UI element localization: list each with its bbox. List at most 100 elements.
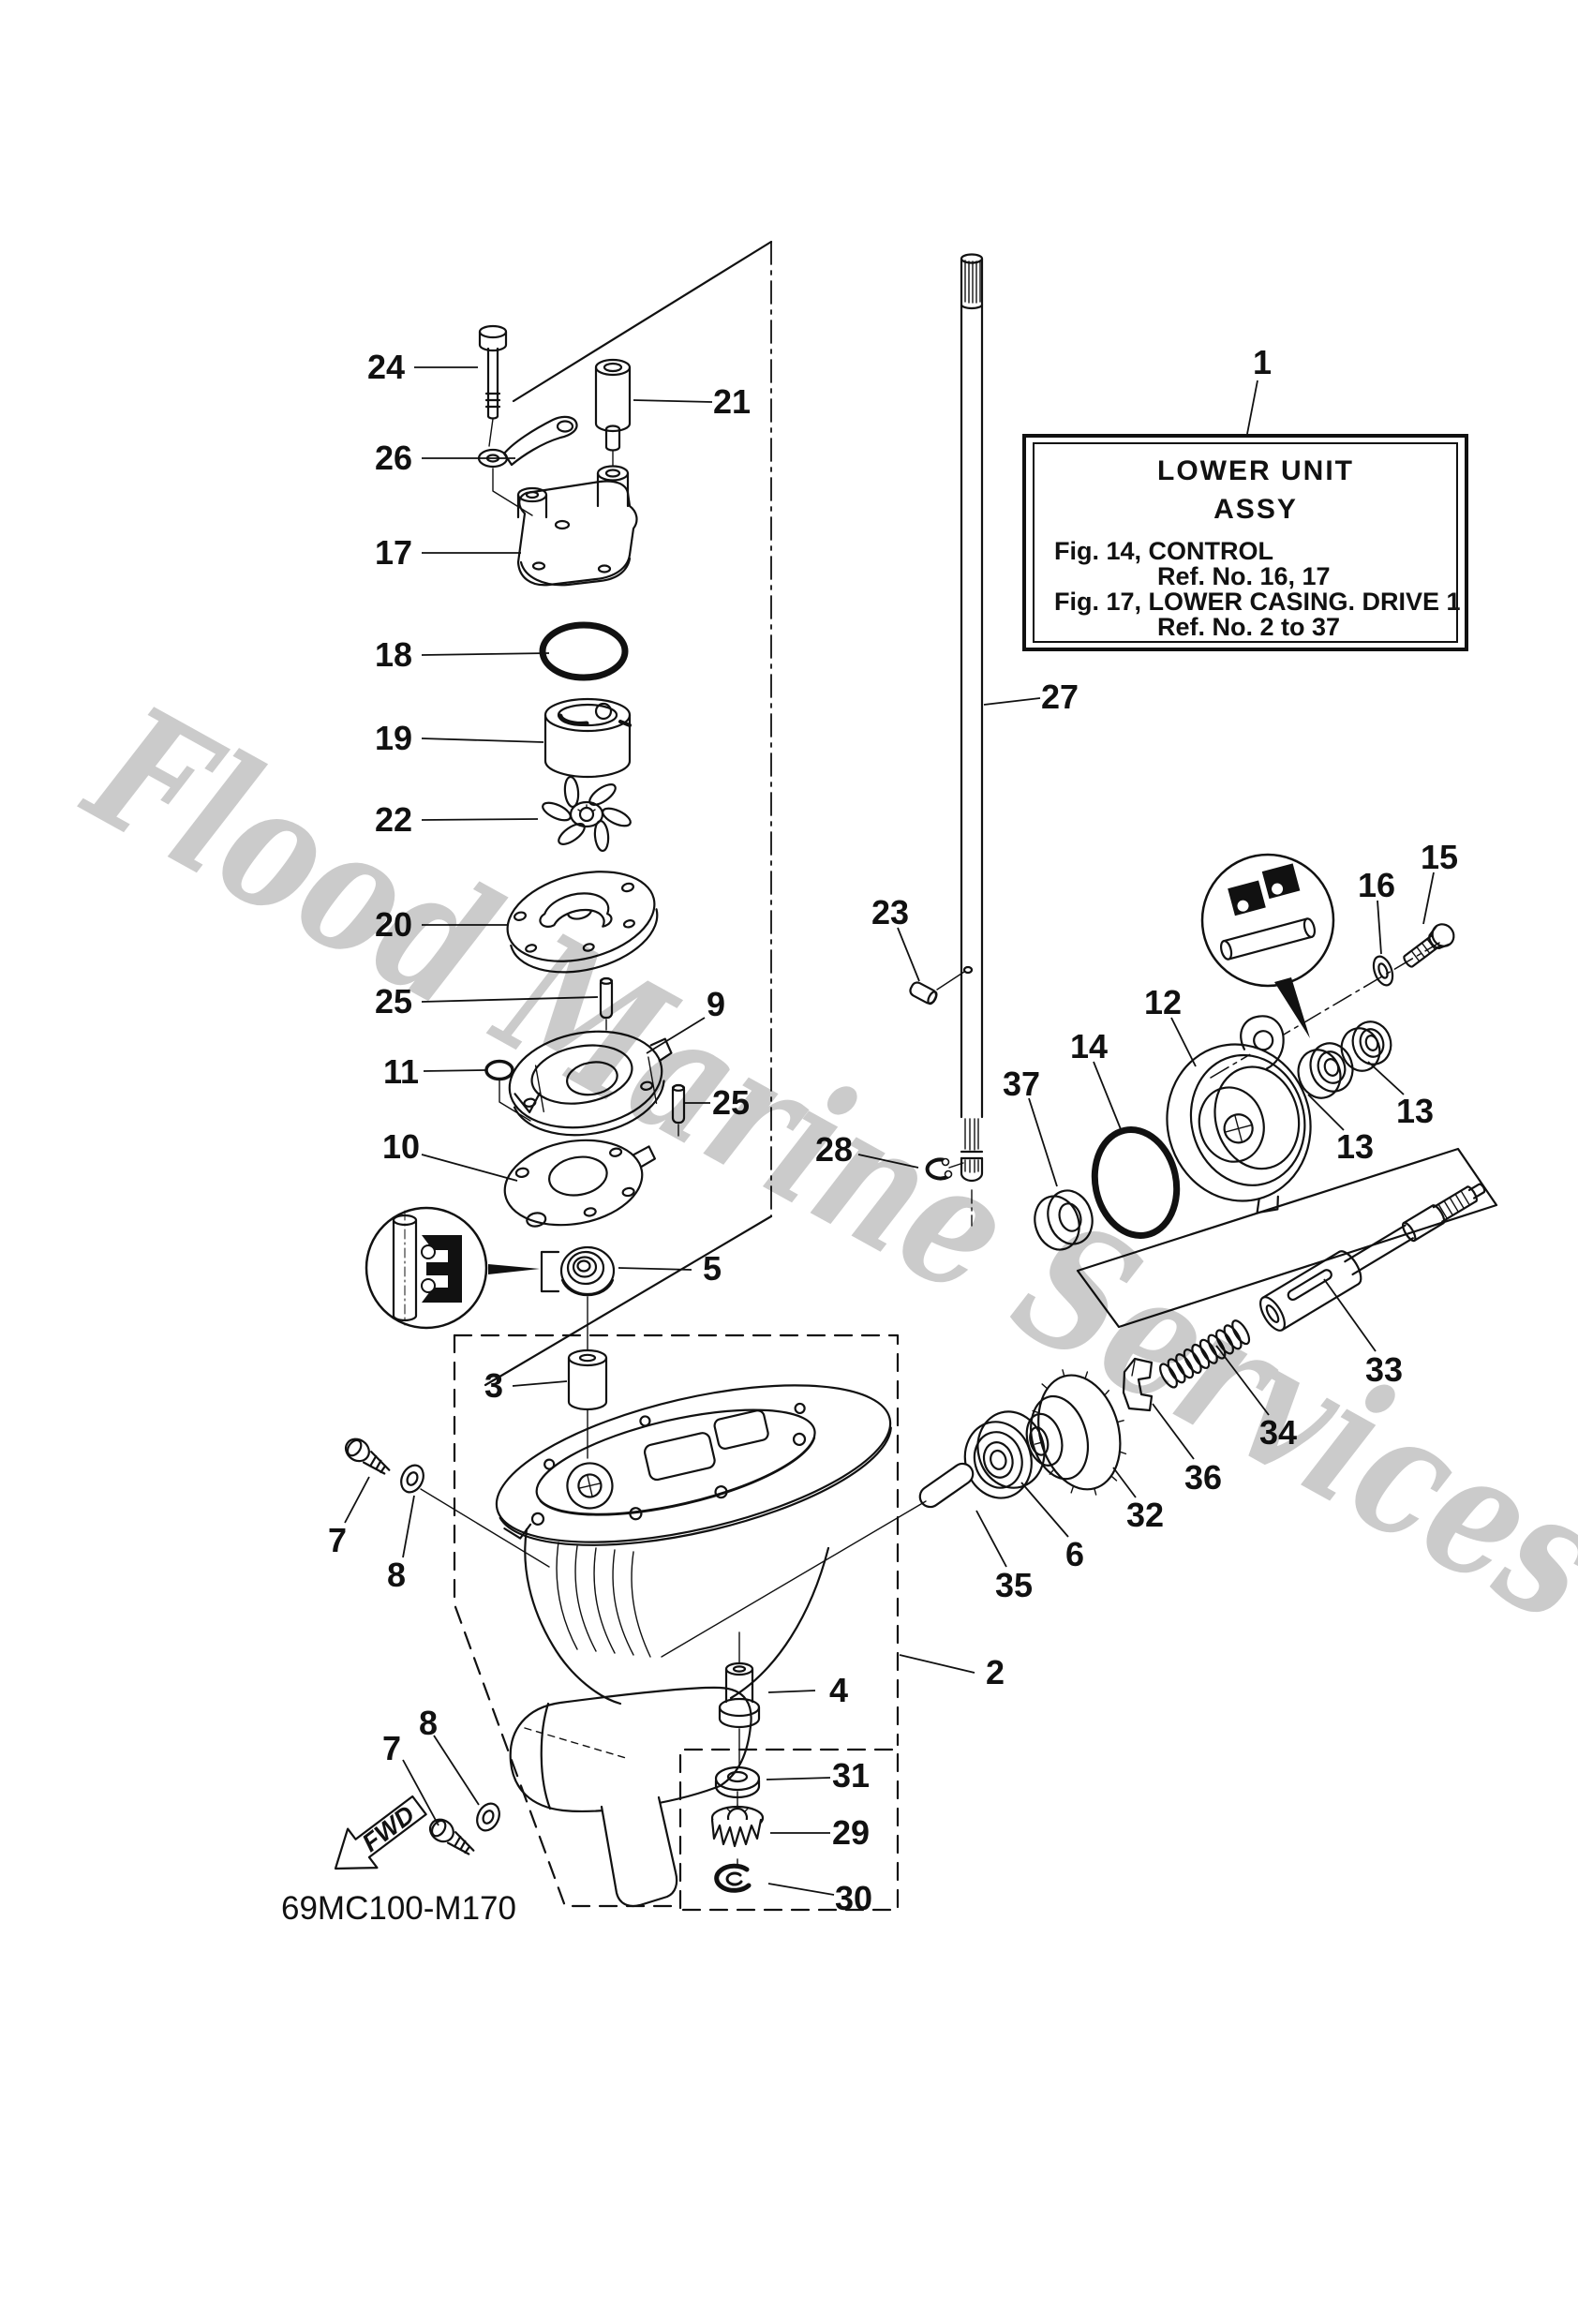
part-9-pump-housing bbox=[508, 1030, 673, 1137]
leader-line-36 bbox=[1152, 1403, 1195, 1460]
title-box: LOWER UNIT ASSY Fig. 14, CONTROL Ref. No… bbox=[1022, 434, 1468, 651]
seal-detail-inset-left bbox=[365, 1206, 560, 1330]
part-36-clip bbox=[1122, 1357, 1154, 1412]
callout-25a: 25 bbox=[375, 982, 412, 1020]
leader-line-4 bbox=[767, 1690, 816, 1693]
callout-6: 6 bbox=[1065, 1535, 1084, 1573]
leader-line-30 bbox=[767, 1883, 835, 1896]
inset-pointer-arrow bbox=[488, 1264, 540, 1274]
part-7-screw-upper bbox=[344, 1438, 391, 1475]
leader-line-3 bbox=[512, 1380, 568, 1387]
part-24-bolt bbox=[478, 324, 508, 447]
callout-22: 22 bbox=[375, 800, 412, 839]
leader-line-25a bbox=[421, 996, 599, 1003]
part-25-dowel-pin-lower bbox=[671, 1083, 686, 1137]
leader-line-37 bbox=[1028, 1097, 1058, 1187]
leader-line-14 bbox=[1093, 1061, 1124, 1135]
leader-line-7b bbox=[402, 1759, 439, 1826]
part-3-bushing bbox=[567, 1348, 608, 1459]
part-35-dowel-pin bbox=[661, 1462, 975, 1658]
callout-8b: 8 bbox=[419, 1704, 438, 1742]
part-37-seal-washer bbox=[1034, 1189, 1094, 1251]
callout-27: 27 bbox=[1041, 678, 1079, 716]
part-8-washer-upper bbox=[400, 1464, 424, 1494]
title-fig17: Fig. 17, LOWER CASING. DRIVE 1 bbox=[1054, 588, 1461, 616]
callout-31: 31 bbox=[832, 1756, 870, 1795]
leader-line-27 bbox=[983, 697, 1041, 706]
part-33-prop-shaft bbox=[1259, 1183, 1486, 1332]
title-ref17: Ref. No. 2 to 37 bbox=[1157, 613, 1340, 641]
callout-37: 37 bbox=[1003, 1065, 1040, 1103]
callout-10: 10 bbox=[382, 1127, 420, 1166]
leader-line-15 bbox=[1422, 872, 1435, 925]
callout-35: 35 bbox=[995, 1566, 1033, 1604]
leader-line-8b bbox=[433, 1735, 480, 1806]
part-2-lower-casing bbox=[495, 1384, 892, 1908]
callout-13a: 13 bbox=[1336, 1127, 1374, 1166]
washer-8-position-line bbox=[420, 1488, 550, 1568]
part-29-pinion-gear bbox=[710, 1804, 765, 1868]
leader-line-18 bbox=[421, 652, 550, 656]
part-34-spring bbox=[1159, 1319, 1251, 1389]
part-17-pump-base bbox=[516, 465, 638, 587]
callout-9: 9 bbox=[707, 985, 725, 1023]
callout-30: 30 bbox=[835, 1879, 872, 1917]
callout-28: 28 bbox=[815, 1130, 853, 1169]
part-21-shift-boot bbox=[594, 358, 632, 467]
seal-cross-section bbox=[448, 1235, 462, 1303]
callout-33: 33 bbox=[1365, 1350, 1403, 1389]
callout-17: 17 bbox=[375, 533, 412, 572]
part-7-screw-lower bbox=[428, 1818, 475, 1855]
part-15-bolt bbox=[1403, 923, 1455, 968]
leader-line-21 bbox=[633, 399, 713, 403]
leader-line-12 bbox=[1170, 1017, 1197, 1067]
callout-18: 18 bbox=[375, 635, 412, 674]
callout-29: 29 bbox=[832, 1813, 870, 1852]
part-13-oil-seals bbox=[1297, 1020, 1392, 1099]
callout-15: 15 bbox=[1421, 838, 1458, 876]
part-6-ball-bearing bbox=[963, 1410, 1046, 1499]
leader-line-5 bbox=[618, 1267, 692, 1271]
callout-21: 21 bbox=[713, 382, 751, 421]
part-23-pin bbox=[909, 965, 974, 1006]
part-5-bearing bbox=[559, 1245, 616, 1350]
leader-line-23 bbox=[897, 927, 920, 982]
leader-line-13b bbox=[1367, 1061, 1405, 1095]
callout-24: 24 bbox=[367, 348, 405, 386]
part-19-pump-insert bbox=[543, 697, 632, 779]
callout-23: 23 bbox=[871, 893, 909, 931]
leader-line-35 bbox=[975, 1510, 1007, 1568]
callout-20: 20 bbox=[375, 905, 412, 944]
leader-line-9 bbox=[646, 1017, 706, 1054]
leader-line-19 bbox=[421, 737, 544, 743]
callout-11: 11 bbox=[383, 1052, 419, 1091]
callout-7b: 7 bbox=[382, 1729, 401, 1767]
callouts-layer: 1234567878910111213131415161718192021222… bbox=[328, 343, 1458, 1917]
leader-line-13a bbox=[1307, 1094, 1345, 1131]
callout-16: 16 bbox=[1358, 866, 1395, 904]
callout-26: 26 bbox=[375, 439, 412, 477]
leader-line-22 bbox=[421, 818, 539, 821]
part-14-o-ring bbox=[1091, 1126, 1181, 1239]
part-12-bearing-housing bbox=[1166, 1015, 1312, 1214]
leader-line-10 bbox=[421, 1154, 518, 1182]
part-28-circlip bbox=[925, 1157, 964, 1181]
assembly-plane-left bbox=[484, 240, 773, 1387]
callout-13b: 13 bbox=[1396, 1092, 1434, 1130]
leader-line-11 bbox=[423, 1069, 486, 1072]
title-ref14: Ref. No. 16, 17 bbox=[1157, 562, 1331, 590]
leader-line-28 bbox=[857, 1154, 919, 1169]
callout-5: 5 bbox=[703, 1249, 722, 1288]
callout-34: 34 bbox=[1259, 1413, 1297, 1452]
part-27-drive-shaft bbox=[960, 253, 984, 1227]
inset-pointer-arrow-right bbox=[1274, 977, 1310, 1038]
part-11-small-o-ring bbox=[484, 1059, 531, 1122]
part-18-o-ring bbox=[539, 621, 629, 681]
title-fig14: Fig. 14, CONTROL bbox=[1054, 537, 1273, 565]
part-20-outer-plate bbox=[506, 871, 659, 974]
callout-3: 3 bbox=[484, 1366, 503, 1405]
callout-32: 32 bbox=[1126, 1496, 1164, 1534]
dashed-group-boxes bbox=[453, 1333, 900, 1912]
part-8-washer-lower bbox=[476, 1802, 500, 1832]
